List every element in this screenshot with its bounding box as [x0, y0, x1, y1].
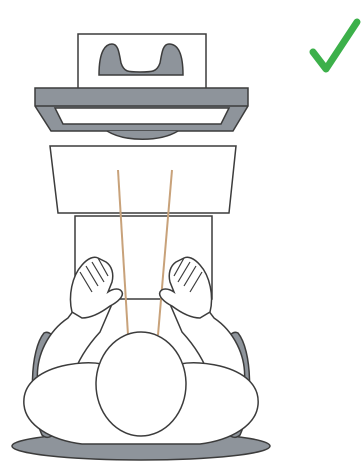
monitor-stand — [78, 34, 206, 92]
monitor-screen — [55, 108, 229, 124]
head — [96, 332, 186, 436]
monitor-base-curve — [107, 131, 178, 139]
checkmark-icon — [313, 22, 357, 69]
desk — [50, 146, 236, 213]
